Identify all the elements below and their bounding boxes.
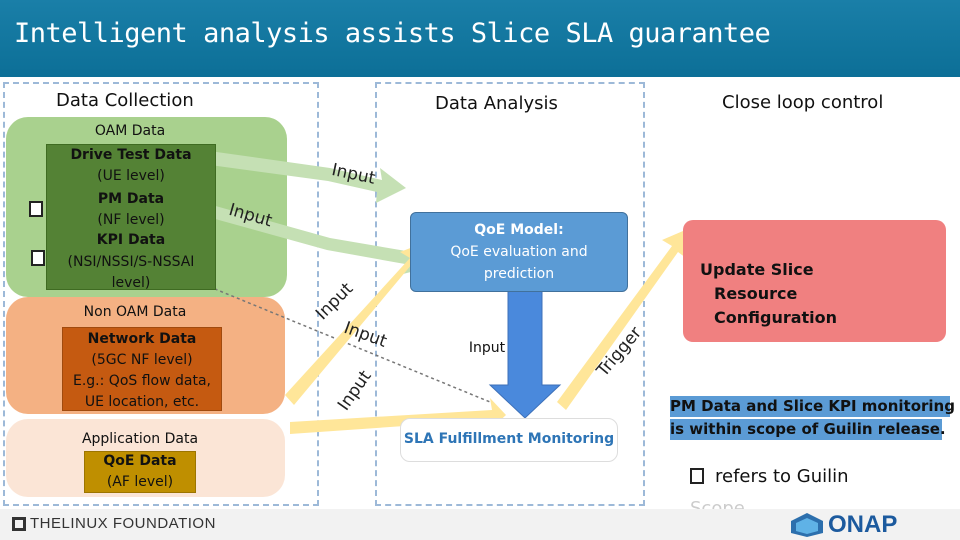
onap-logo: ONAP — [790, 511, 897, 539]
kpi-sub1: (NSI/NSSI/S-NSSAI — [67, 254, 195, 270]
update-slice-box — [683, 220, 946, 342]
update-line3: Configuration — [714, 308, 838, 327]
linux-foundation-logo: THELINUX FOUNDATION — [12, 515, 216, 532]
sla-monitoring-box — [400, 418, 618, 462]
onap-text: ONAP — [828, 511, 898, 538]
oam-data-box — [46, 144, 216, 290]
linux-foundation-text: THELINUX FOUNDATION — [30, 515, 216, 532]
close-loop-title: Close loop control — [722, 92, 884, 113]
pm-sub: (NF level) — [97, 212, 165, 228]
qoe-data-box — [84, 451, 196, 493]
input-label-blue: Input — [468, 340, 506, 356]
pm-scope-checkbox-icon — [29, 201, 43, 217]
qoe-model-line3: prediction — [483, 266, 555, 282]
note-pm-kpi-line2: is within scope of Guilin release. — [670, 419, 946, 440]
onap-mark-icon — [791, 513, 823, 537]
kpi-title: KPI Data — [96, 232, 166, 248]
network-title: Network Data — [87, 331, 197, 347]
qoe-data-title: QoE Data — [103, 453, 177, 469]
network-sub1: (5GC NF level) — [91, 352, 193, 368]
data-collection-title: Data Collection — [56, 90, 194, 111]
qoe-data-sub: (AF level) — [106, 474, 174, 490]
kpi-sub2: level) — [111, 275, 151, 291]
qoe-model-line1: QoE Model: — [474, 222, 564, 238]
title-bar — [0, 0, 960, 77]
guilin-scope-checkbox-icon — [690, 468, 704, 484]
oam-heading: OAM Data — [94, 123, 166, 139]
blue-arrow-down — [488, 289, 562, 419]
kpi-scope-checkbox-icon — [31, 250, 45, 266]
network-sub2: E.g.: QoS flow data, — [73, 373, 211, 389]
yellow-arrow-input-bottom — [290, 398, 506, 434]
data-analysis-title: Data Analysis — [435, 93, 558, 114]
update-line2: Resource — [714, 284, 798, 303]
page-title: Intelligent analysis assists Slice SLA g… — [14, 18, 771, 49]
drive-test-title: Drive Test Data — [70, 147, 192, 163]
pm-title: PM Data — [97, 191, 165, 207]
non-oam-heading: Non OAM Data — [83, 304, 187, 320]
sla-label: SLA Fulfillment Monitoring — [403, 431, 615, 447]
drive-test-sub: (UE level) — [97, 168, 165, 184]
qoe-model-box — [410, 212, 628, 292]
qoe-model-line2: QoE evaluation and — [450, 244, 588, 260]
green-arrow-input-middle — [208, 205, 434, 274]
application-heading: Application Data — [81, 431, 199, 447]
yellow-arrow-trigger — [557, 228, 690, 410]
note-pm-kpi-line1: PM Data and Slice KPI monitoring — [670, 396, 955, 417]
green-arrow-input-top — [188, 148, 406, 203]
network-sub3: UE location, etc. — [84, 394, 200, 410]
network-data-box — [62, 327, 222, 411]
note-refers-line1: refers to Guilin — [715, 466, 849, 487]
data-collection-region — [3, 82, 319, 506]
linux-foundation-mark-icon — [12, 516, 26, 531]
update-line1: Update Slice — [700, 260, 814, 279]
yellow-arrow-input-lower — [285, 242, 426, 405]
